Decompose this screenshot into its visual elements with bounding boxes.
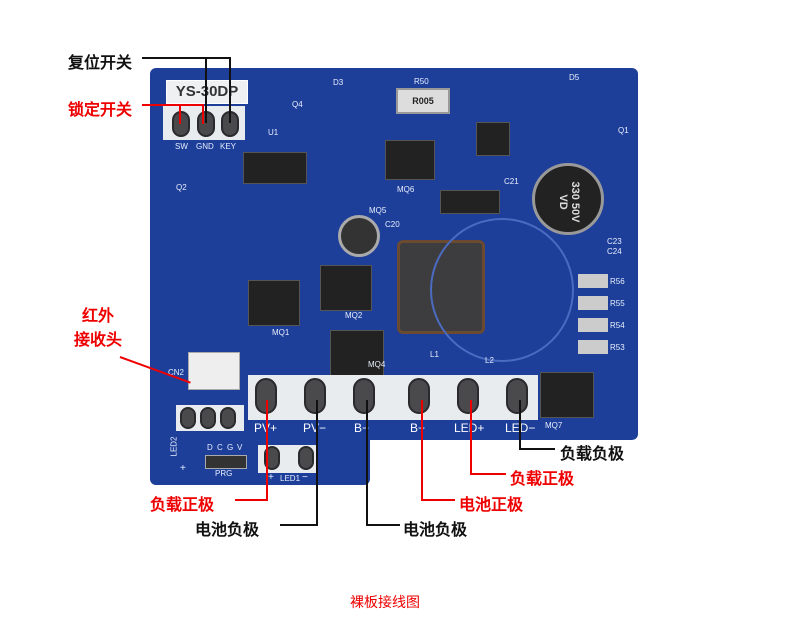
silk-mq2: MQ2 (345, 311, 363, 320)
resistor-r56 (578, 274, 608, 288)
label-ir-receiver-1: 红外 (82, 306, 115, 325)
pv-minus-leader (280, 524, 318, 526)
lock-leader (179, 104, 181, 124)
silk-q2: Q2 (176, 183, 187, 192)
silk-mq6: MQ6 (397, 185, 415, 194)
silk-d3: D3 (333, 78, 344, 87)
silk-q4: Q4 (292, 100, 303, 109)
label-pv-minus: 电池负极 (195, 520, 260, 539)
label-b-plus: 电池正极 (459, 495, 524, 514)
label-reset-switch: 复位开关 (68, 53, 133, 72)
pad-b-minus (353, 378, 375, 414)
pad-b-plus (408, 378, 430, 414)
resistor-r54 (578, 318, 608, 332)
mosfet-mq2 (320, 265, 372, 311)
reset-leader (205, 57, 207, 123)
model-label: YS-30DP (166, 80, 248, 104)
ir-connector-cn2 (188, 352, 240, 390)
silk-c23: C23 (607, 237, 622, 246)
mosfet-mq6 (385, 140, 435, 180)
pv-plus-leader (266, 400, 268, 500)
silk-mq7: MQ7 (545, 421, 563, 430)
mosfet-mq7 (540, 372, 594, 418)
b-plus-leader (421, 400, 423, 501)
pad-led-minus (506, 378, 528, 414)
ic-u3 (476, 122, 510, 156)
silk-mq1: MQ1 (272, 328, 290, 337)
led-plus-leader (470, 400, 472, 475)
reset-leader (142, 57, 231, 59)
ir-pad (220, 407, 236, 429)
silk-r50: R50 (414, 77, 429, 86)
silk-d5: D5 (569, 73, 580, 82)
resistor-r55 (578, 296, 608, 310)
inductor-l2-outline (430, 218, 574, 362)
ic-u1 (243, 152, 307, 184)
label-led-plus: 负载正极 (510, 469, 575, 488)
led-minus-leader (519, 400, 521, 450)
pv-plus-leader (235, 499, 268, 501)
caption: 裸板接线图 (350, 595, 420, 611)
pv-minus-leader (316, 400, 318, 526)
silk-mq5: MQ5 (369, 206, 387, 215)
capacitor-c20 (338, 215, 380, 257)
led-minus-leader (519, 448, 555, 450)
label-pv-plus: 负载正极 (150, 495, 215, 514)
reset-leader (229, 57, 231, 123)
silk-r54: R54 (610, 321, 625, 330)
silk-r55: R55 (610, 299, 625, 308)
pad-sw (172, 111, 190, 137)
led-plus-leader (470, 473, 506, 475)
mosfet-mq5 (440, 190, 500, 214)
terminal-strip (248, 375, 538, 420)
label-lock-switch: 锁定开关 (68, 100, 133, 119)
silk-mq4: MQ4 (368, 360, 386, 369)
resistor-r53 (578, 340, 608, 354)
silk-c21: C21 (504, 177, 519, 186)
pad-pv-minus (304, 378, 326, 414)
b-minus-leader (366, 400, 368, 526)
mosfet-mq1 (248, 280, 300, 326)
silk-c24: C24 (607, 247, 622, 256)
ir-pad (180, 407, 196, 429)
label-ir-receiver-2: 接收头 (74, 330, 123, 349)
silk-c20: C20 (385, 220, 400, 229)
silk-r53: R53 (610, 343, 625, 352)
electrolytic-capacitor: 330 50V VD (532, 163, 604, 235)
silk-q1: Q1 (618, 126, 629, 135)
led1-pad-plus (264, 446, 280, 470)
silk-r56: R56 (610, 277, 625, 286)
label-b-minus: 电池负极 (403, 520, 468, 539)
pad-led-plus (457, 378, 479, 414)
b-minus-leader (366, 524, 400, 526)
led1-pad-minus (298, 446, 314, 470)
lock-leader (142, 104, 204, 106)
ir-pad (200, 407, 216, 429)
lock-leader (202, 104, 204, 124)
mosfet-mq4 (330, 330, 384, 376)
prg-header (205, 455, 247, 469)
resistor-r005: R005 (396, 88, 450, 114)
label-led-minus: 负载负极 (560, 444, 625, 463)
b-plus-leader (421, 499, 455, 501)
